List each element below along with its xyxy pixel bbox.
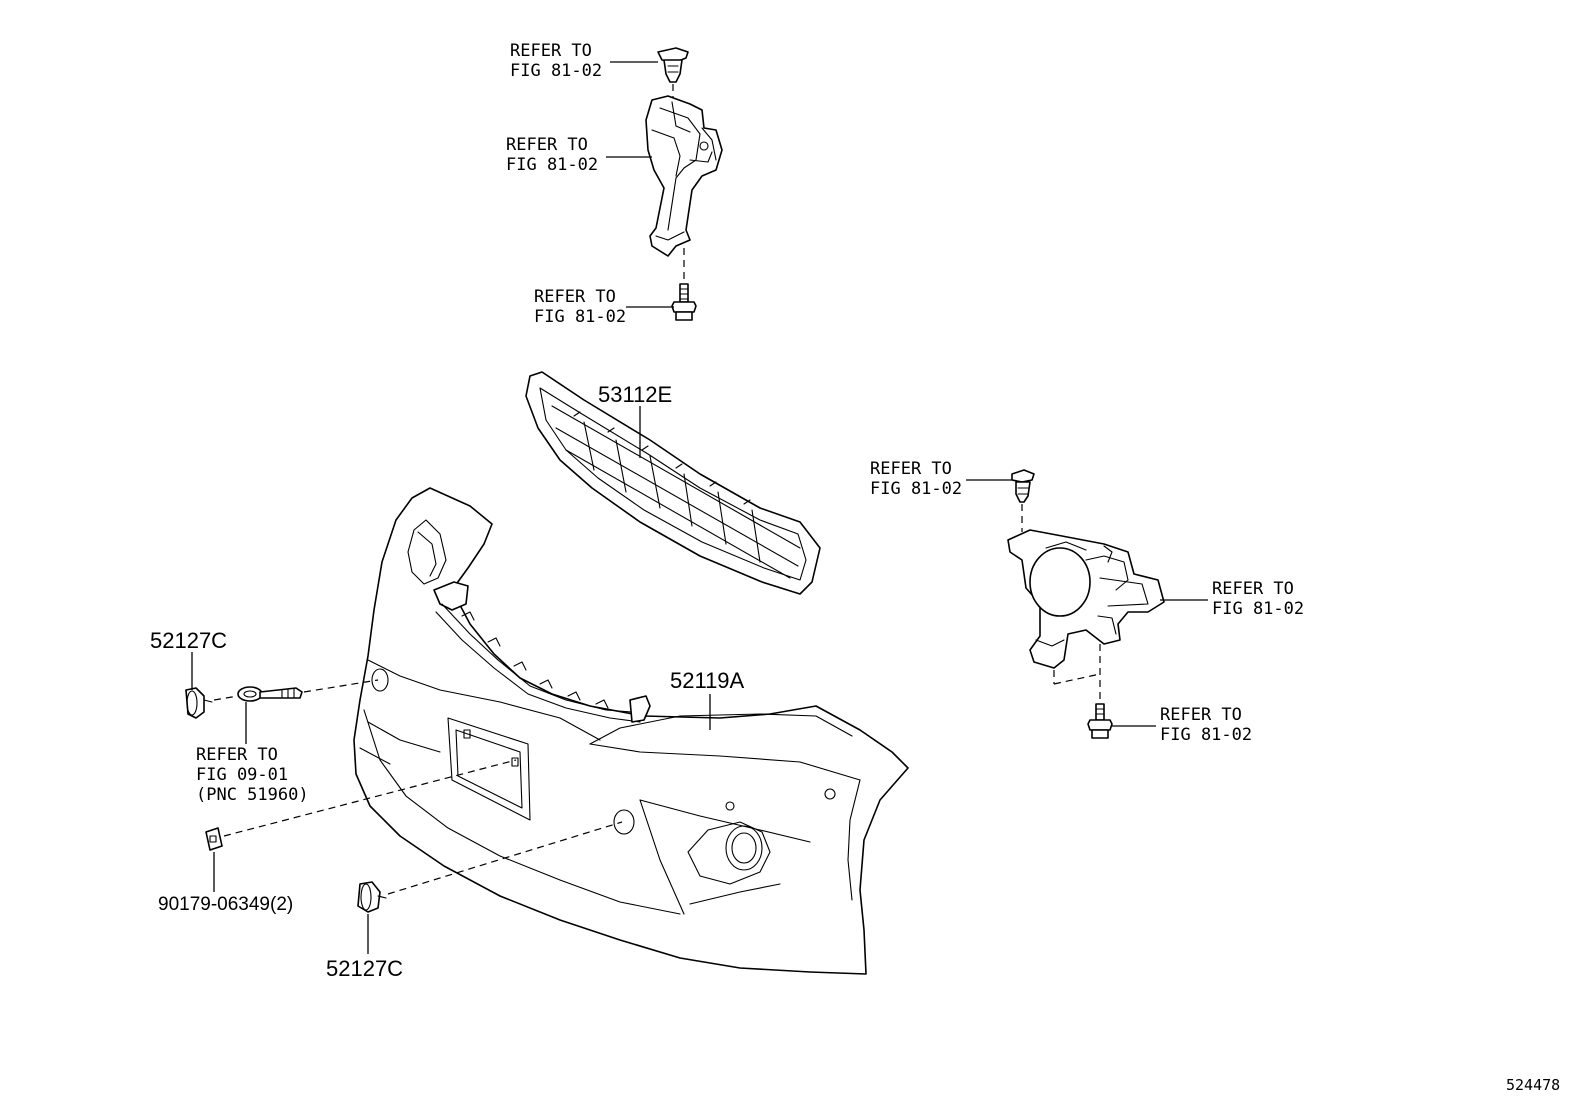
tow-hook-callout-line3: (PNC 51960)	[196, 785, 309, 805]
top-bolt-callout: REFER TO FIG 81-02	[534, 287, 674, 327]
nut-part: 90179-06349(2)	[158, 827, 293, 915]
fog-lamp-assembly: REFER TO FIG 81-02 REFER TO FIG 81-02 RE…	[870, 459, 1304, 745]
fog-lamp-callout-line2: FIG 81-02	[1212, 599, 1304, 619]
right-bolt-callout: REFER TO FIG 81-02	[1112, 705, 1252, 745]
upper-cap-part: 52127C	[150, 628, 227, 719]
top-clip-callout-line1: REFER TO	[510, 41, 592, 61]
top-bolt-callout-line1: REFER TO	[534, 287, 616, 307]
tow-hook-callout-line1: REFER TO	[196, 745, 278, 765]
nut-part-number: 90179-06349(2)	[158, 894, 293, 915]
fog-lamp-callout-line1: REFER TO	[1212, 579, 1294, 599]
top-clip-callout-line2: FIG 81-02	[510, 61, 602, 81]
right-bolt-callout-line1: REFER TO	[1160, 705, 1242, 725]
right-bolt-callout-line2: FIG 81-02	[1160, 725, 1252, 745]
front-bumper-cover-part: 52119A	[353, 487, 909, 975]
bumper-cover-part-number: 52119A	[670, 668, 745, 693]
top-bracket-callout-line2: FIG 81-02	[506, 155, 598, 175]
upper-cap-part-number: 52127C	[150, 628, 227, 653]
right-clip-part	[1011, 469, 1035, 503]
right-clip-callout-line2: FIG 81-02	[870, 479, 962, 499]
grille-part-number: 53112E	[598, 382, 672, 407]
top-bolt-callout-line2: FIG 81-02	[534, 307, 626, 327]
right-clip-callout: REFER TO FIG 81-02	[870, 459, 1012, 499]
top-clip-callout: REFER TO FIG 81-02	[510, 41, 658, 81]
lower-grille-part: 53112E	[525, 371, 821, 595]
lower-cap-part: 52127C	[326, 881, 403, 981]
tow-hook-part: REFER TO FIG 09-01 (PNC 51960)	[196, 686, 309, 805]
lower-cap-part-number: 52127C	[326, 956, 403, 981]
top-bolt-part	[671, 283, 697, 321]
fog-lamp-callout: REFER TO FIG 81-02	[1160, 579, 1304, 619]
top-bracket-part	[645, 95, 723, 257]
fog-lamp-part	[1007, 529, 1165, 669]
tow-hook-callout-line2: FIG 09-01	[196, 765, 288, 785]
right-clip-callout-line1: REFER TO	[870, 459, 952, 479]
top-bracket-assembly: REFER TO FIG 81-02 REFER TO FIG 81-02 RE…	[506, 41, 723, 327]
illustration-number: 524478	[1506, 1076, 1560, 1094]
right-bolt-part	[1087, 703, 1113, 739]
top-bracket-callout: REFER TO FIG 81-02	[506, 135, 652, 175]
top-bracket-callout-line1: REFER TO	[506, 135, 588, 155]
top-clip-part	[657, 47, 689, 83]
